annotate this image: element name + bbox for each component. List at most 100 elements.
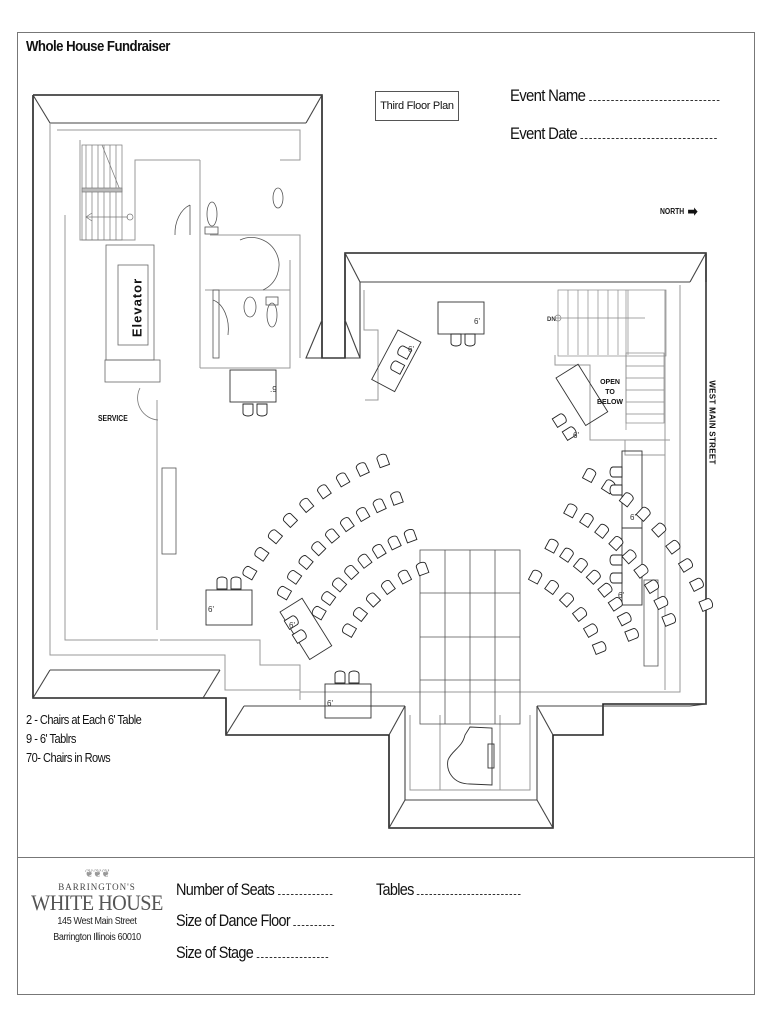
chair [355,462,370,478]
dance-floor-label: Size of Dance Floor [176,911,291,930]
seats-label: Number of Seats [176,880,275,899]
arrow-right-icon: ➡ [687,203,698,219]
service-label: SERVICE [98,414,128,423]
chair [609,484,623,496]
event-name-blank[interactable] [588,99,720,101]
chair [390,491,404,506]
open-line: TO [605,389,615,396]
dance-floor-blank[interactable] [293,924,335,926]
chair [267,529,284,545]
chair [376,453,391,469]
chair [551,413,567,429]
restroom-fixtures [174,187,284,359]
dance-floor-field[interactable]: Size of Dance Floor [176,911,335,931]
note-line: 9 - 6' Tablrs [26,731,76,746]
north-indicator: NORTH ➡ [660,204,698,218]
table-size-label: 6' [289,621,295,630]
event-name-label: Event Name [510,86,586,105]
chair [581,468,597,484]
chair [544,538,559,554]
chair [608,536,624,552]
chair [618,492,634,508]
chair [348,670,360,684]
chair [311,605,327,621]
chair [558,592,574,608]
elevator-shaft [104,244,161,383]
event-name-field[interactable]: Event Name [510,86,720,106]
stair-marker: DN [547,317,556,323]
table-size-labels: .9 6' 6' 6' 6' 6' 6' 6' 6' DN [208,317,636,708]
chair [563,503,578,519]
chair [298,555,314,571]
chair [283,615,299,631]
chair [607,596,623,612]
floor-plan-label: Third Floor Plan [375,91,459,121]
chair [352,607,369,623]
wall-bevels [32,94,707,829]
grand-piano-icon [447,726,495,786]
chair [579,512,594,529]
setup-notes: 2 - Chairs at Each 6' Table 9 - 6' Tablr… [26,710,142,767]
stage-field[interactable]: Size of Stage [176,943,328,963]
chair [571,607,588,623]
chair [677,558,693,573]
chair [621,549,637,565]
chair [355,507,371,523]
chair [633,563,649,579]
table-size-label: 6' [573,431,579,440]
chair [653,595,669,611]
chair [390,360,406,375]
chair [597,582,613,598]
seats-field[interactable]: Number of Seats [176,880,333,900]
event-date-blank[interactable] [580,137,717,139]
chair [357,553,373,569]
chair [698,598,714,612]
chair [311,541,327,557]
address-line2: Barrington Illinois 60010 [53,932,141,943]
chair [242,565,258,581]
chair [643,579,660,595]
chair [372,498,387,514]
chair [216,576,228,590]
dance-floor [419,549,521,725]
interior-walls [49,123,681,791]
tables-field[interactable]: Tables [376,880,521,900]
seats-blank[interactable] [277,893,333,895]
chair [464,333,476,347]
chair [344,564,360,581]
elevator-label: Elevator [129,277,145,338]
stairs-left [81,144,134,241]
address-line1: 145 West Main Street [57,916,137,927]
north-label: NORTH [660,206,685,216]
chair [609,554,623,566]
stage-blank[interactable] [256,956,328,958]
tables [205,301,643,719]
table-size-label: 6' [618,591,624,600]
chair [572,558,588,574]
chair [321,591,337,607]
chair [403,528,418,544]
footer-divider [17,857,755,858]
chair [527,569,543,585]
chair [609,572,623,584]
event-date-field[interactable]: Event Date [510,124,717,144]
note-line: 2 - Chairs at Each 6' Table [26,712,142,727]
chair [609,466,623,478]
chair [616,612,632,627]
chair [325,528,341,544]
chair [242,403,254,417]
chair [397,345,413,360]
tables-blank[interactable] [417,893,521,895]
chair [561,426,577,442]
chair [651,522,667,538]
chair [688,577,704,593]
chair [415,561,430,577]
chair [282,512,299,529]
chair [591,641,607,656]
table-size-label: 6' [630,513,636,522]
chair [450,333,462,347]
venue-logo: ❦❦❦ BARRINGTON'S WHITE HOUSE 145 West Ma… [22,868,172,946]
chair [585,569,601,585]
table-size-label: 6' [474,317,480,326]
